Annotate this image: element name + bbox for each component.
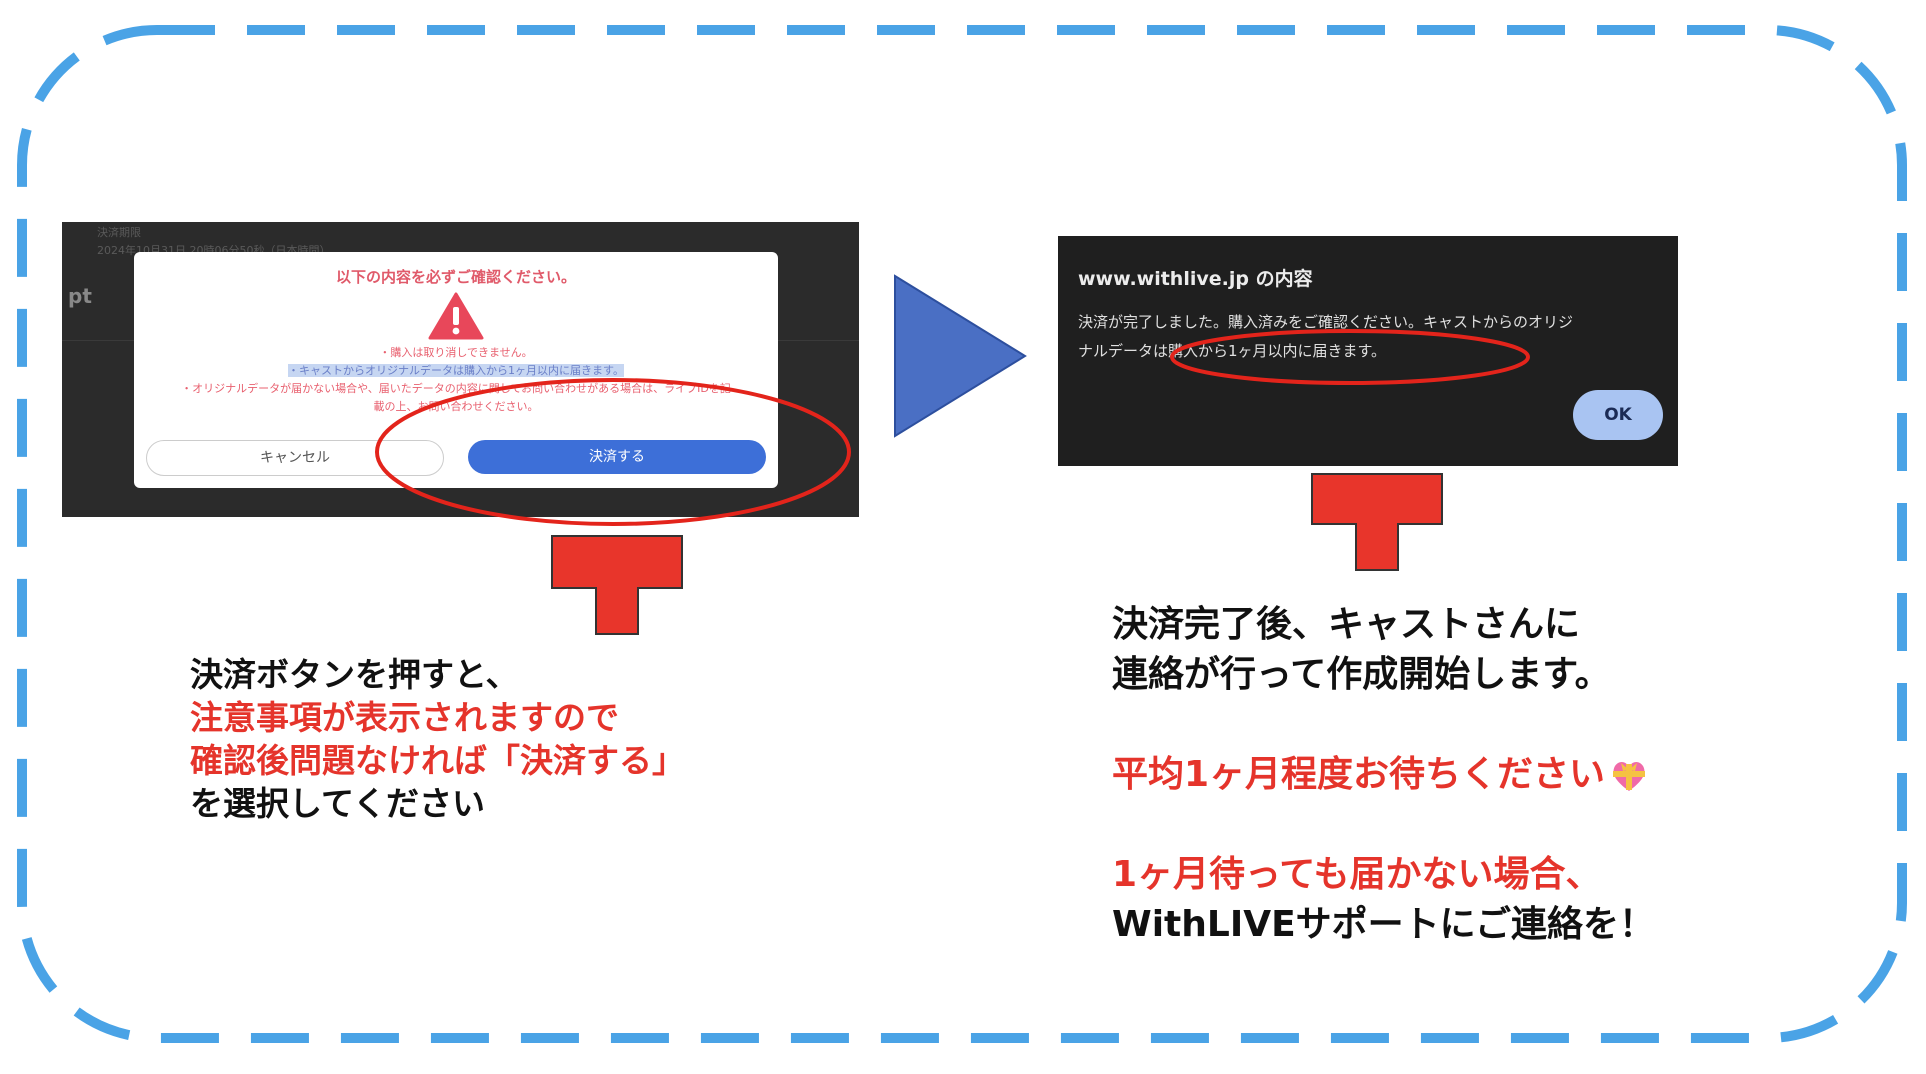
right-caption-line3-wrap: 平均1ヶ月程度お待ちください <box>1112 750 1655 800</box>
alert-message-line2: ナルデータは購入から1ヶ月以内に届きます。 <box>1078 342 1387 360</box>
left-caption-line3: 確認後問題なければ「決済する」 <box>190 741 685 780</box>
alert-message-line1: 決済が完了しました。購入済みをご確認ください。キャストからのオリジ <box>1078 313 1574 331</box>
right-caption: 決済完了後、キャストさんに 連絡が行って作成開始します。 平均1ヶ月程度お待ちく… <box>1112 600 1655 950</box>
left-caption-line4: を選択してください <box>190 784 486 823</box>
note-delivery-highlight: ・キャストからオリジナルデータは購入から1ヶ月以内に届きます。 <box>288 364 624 377</box>
cancel-button[interactable]: キャンセル <box>146 440 444 476</box>
right-caption-line1: 決済完了後、キャストさんに <box>1112 604 1581 645</box>
confirm-dialog: 以下の内容を必ずご確認ください。 ・購入は取り消しできません。 ・キャストからオ… <box>134 252 778 488</box>
background-points-label: pt <box>68 284 92 308</box>
right-caption-line4: 1ヶ月待っても届かない場合、 <box>1112 854 1602 895</box>
left-caption-line1: 決済ボタンを押すと、 <box>190 655 519 694</box>
alert-message: 決済が完了しました。購入済みをご確認ください。キャストからのオリジ ナルデータは… <box>1078 308 1663 366</box>
left-caption-line2: 注意事項が表示されますので <box>190 698 619 737</box>
alert-title: www.withlive.jp の内容 <box>1078 268 1313 290</box>
note-inquiry-2: 載の上、お問い合わせください。 <box>373 400 539 413</box>
note-no-cancel: ・購入は取り消しできません。 <box>379 346 533 359</box>
right-caption-line3: 平均1ヶ月程度お待ちください <box>1112 754 1606 795</box>
delivery-note-highlight-oval <box>1170 329 1530 385</box>
pay-button-highlight-oval <box>375 378 851 526</box>
dashed-border <box>17 25 1907 1043</box>
right-caption-line2: 連絡が行って作成開始します。 <box>1112 654 1611 695</box>
next-step-arrow-icon <box>894 274 1027 438</box>
payment-complete-alert-screenshot: www.withlive.jp の内容 決済が完了しました。購入済みをご確認くだ… <box>1058 236 1678 466</box>
dialog-notes: ・購入は取り消しできません。 ・キャストからオリジナルデータは購入から1ヶ月以内… <box>144 344 768 416</box>
warning-icon <box>428 292 484 340</box>
confirm-dialog-screenshot: 決済期限 2024年10月31日 20時06分50秒（日本時間） pt 以下の内… <box>62 222 859 517</box>
right-up-arrow-icon <box>1311 473 1443 571</box>
note-inquiry-1: ・オリジナルデータが届かない場合や、届いたデータの内容に関してお問い合わせがある… <box>181 382 731 395</box>
heart-with-ribbon-icon <box>1613 761 1646 791</box>
right-caption-line5: WithLIVEサポートにご連絡を！ <box>1112 904 1655 945</box>
pay-button[interactable]: 決済する <box>468 440 766 474</box>
ok-button[interactable]: OK <box>1573 390 1663 440</box>
dialog-title: 以下の内容を必ずご確認ください。 <box>335 268 576 286</box>
left-up-arrow-icon <box>551 535 683 635</box>
left-caption: 決済ボタンを押すと、 注意事項が表示されますので 確認後問題なければ「決済する」… <box>190 653 685 825</box>
background-deadline-label: 決済期限 <box>97 226 141 239</box>
